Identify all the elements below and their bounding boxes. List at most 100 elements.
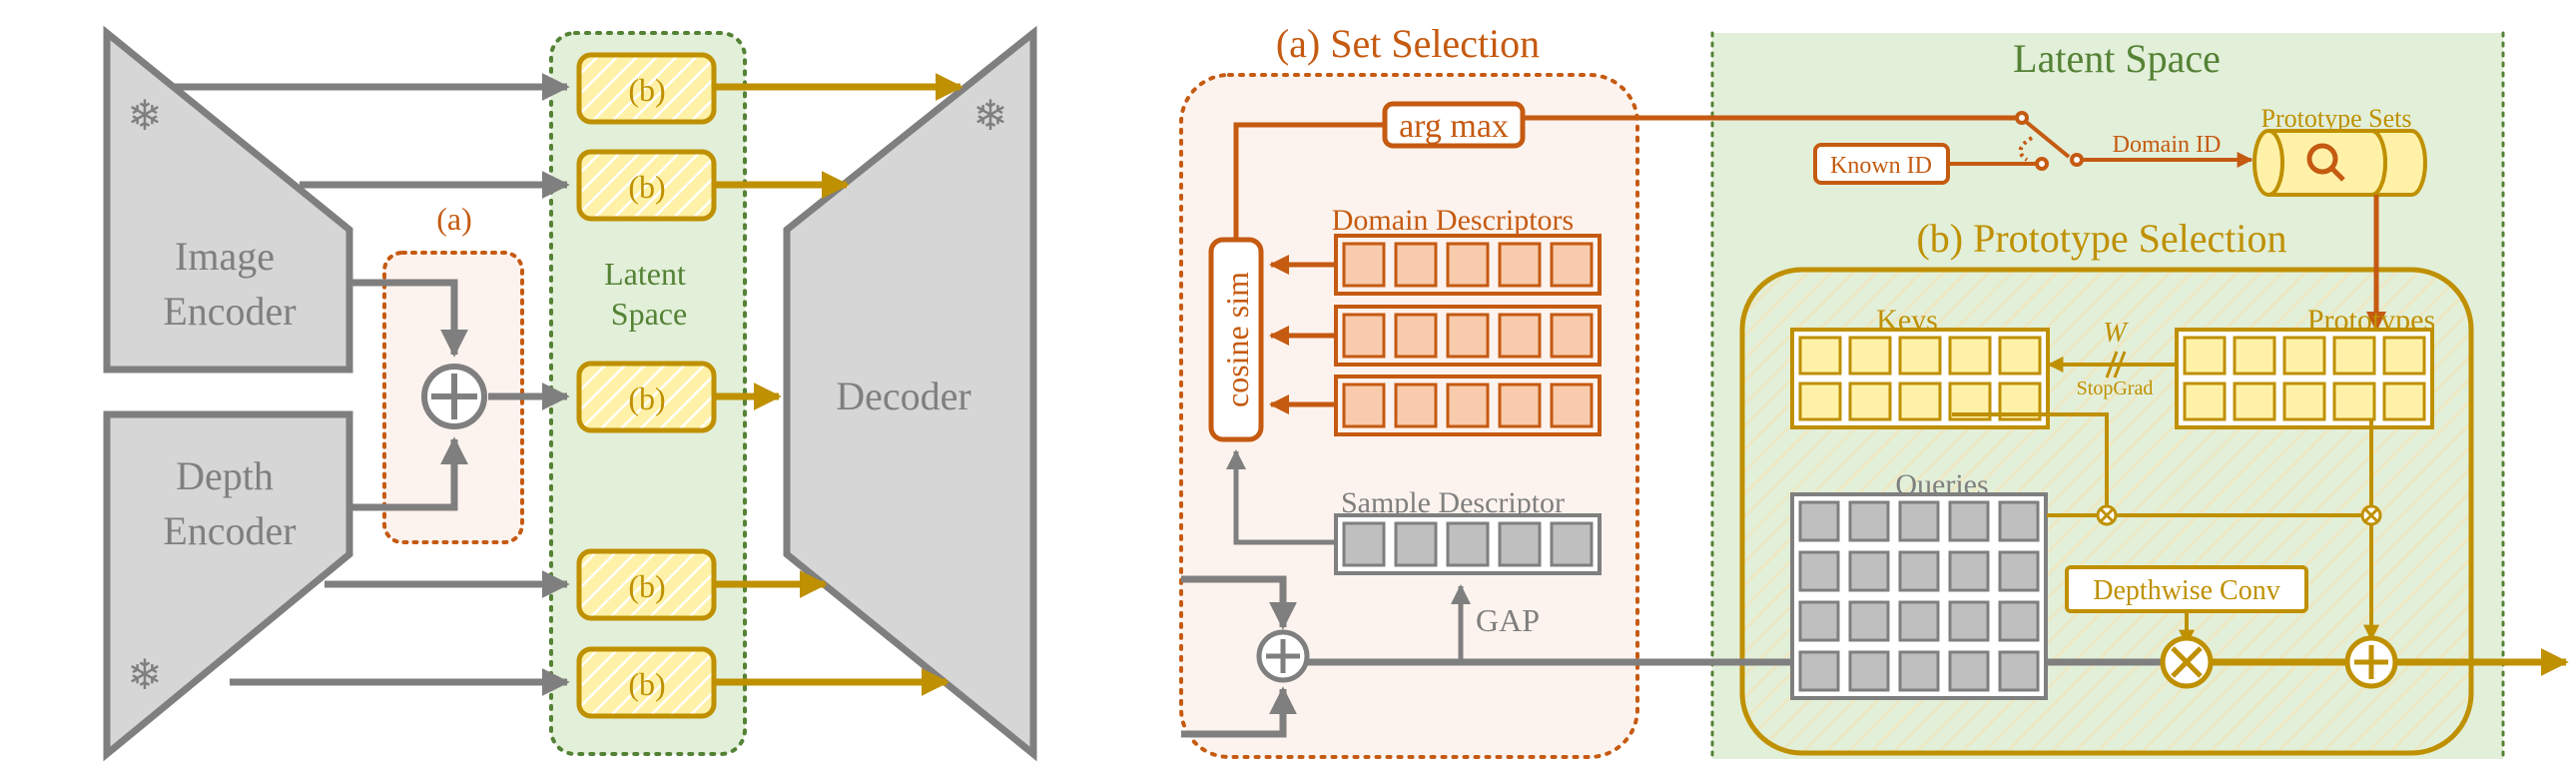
domain-descriptors-label: Domain Descriptors [1332,204,1574,237]
query-cell [1998,650,2040,692]
query-cell [1898,650,1940,692]
domain-descriptors [1334,234,1602,436]
svg-text:(b): (b) [628,568,665,604]
depthwise-conv-box [2065,565,2308,613]
prototype-sets-db [2253,129,2427,197]
prototype-module: (b) [576,646,717,719]
prototype-module: (b) [576,548,717,621]
sample-descriptor-cell [1394,521,1438,567]
depth-encoder [103,410,353,762]
query-cell [1898,500,1940,542]
queries-grid [1790,492,2048,700]
depth-encoder-label: Depth Encoder [163,453,296,553]
domain-descriptor-cell [1498,313,1542,359]
right-detail: Latent Space (a) Set Selection (b) Proto… [1179,21,2569,761]
svg-text:(b): (b) [628,72,665,108]
sample-descriptor-cell [1342,521,1386,567]
selector-switch [1948,111,2254,171]
svg-text:Depthwise Conv: Depthwise Conv [2093,575,2279,606]
domain-descriptor-cell [1550,313,1594,359]
key-cell [1848,382,1892,421]
latent-space-title: Latent Space [2013,36,2221,81]
query-cell [1948,650,1990,692]
prototypes-grid [2175,328,2434,429]
multiply-node [2096,504,2118,526]
image-encoder [103,25,353,374]
query-cell [1948,500,1990,542]
query-cell [1948,600,1990,642]
image-encoder-label: Image Encoder [163,234,296,334]
multiply-node [2160,635,2214,689]
domain-id-label: Domain ID [2113,132,2222,158]
domain-descriptor-cell [1446,242,1490,288]
decoder-label: Decoder [836,374,970,418]
key-cell [1798,336,1842,376]
key-cell [1898,336,1942,376]
key-cell [1848,336,1892,376]
query-cell [1948,550,1990,592]
domain-descriptor-cell [1446,313,1490,359]
key-cell [1798,382,1842,421]
domain-descriptor-cell [1498,242,1542,288]
set-selection-tag: (a) [436,201,472,237]
prototype-cell [2332,382,2376,421]
sample-descriptor-cell [1550,521,1594,567]
prototype-cell [2183,382,2227,421]
query-cell [1898,600,1940,642]
latent-space-label: Latent Space [604,256,694,332]
magnifier-icon [2306,143,2345,182]
prototype-cell [2382,336,2426,376]
domain-descriptor-cell [1394,242,1438,288]
svg-text:arg max: arg max [1399,108,1509,145]
query-cell [1998,600,2040,642]
query-cell [1848,550,1890,592]
query-cell [1798,500,1840,542]
domain-descriptor-cell [1550,242,1594,288]
key-cell [1998,336,2042,376]
query-cell [1998,550,2040,592]
prototype-module: (b) [576,149,717,222]
key-cell [1898,382,1942,421]
query-cell [1898,550,1940,592]
query-cell [1798,550,1840,592]
query-cell [1848,650,1890,692]
sample-descriptor [1334,513,1602,575]
domain-descriptor-cell [1498,382,1542,428]
prototype-cell [2233,382,2276,421]
prototype-sets-label: Prototype Sets [2261,104,2412,133]
domain-descriptor-cell [1342,242,1386,288]
svg-text:Known ID: Known ID [1830,153,1932,179]
left-architecture: Latent Space Image Encoder ❄ Depth Encod… [103,25,1037,762]
svg-text:(b): (b) [628,666,665,702]
domain-descriptor-cell [1342,382,1386,428]
key-cell [1948,336,1992,376]
sum-node [2344,635,2398,689]
sample-descriptor-cell [1498,521,1542,567]
multiply-node [2360,504,2382,526]
cosine-sim-label: cosine sim [1219,272,1255,407]
query-cell [1848,500,1890,542]
domain-descriptor-cell [1446,382,1490,428]
w-label: W [2103,318,2129,349]
snowflake-icon: ❄ [972,94,1007,140]
prototype-cell [2282,336,2326,376]
prototype-module: (b) [576,52,717,125]
query-cell [1998,500,2040,542]
domain-descriptor-cell [1342,313,1386,359]
set-selection-title: (a) Set Selection [1276,21,1540,66]
sample-descriptor-cell [1446,521,1490,567]
prototype-cell [2282,382,2326,421]
prototype-cell [2382,382,2426,421]
stopgrad-label: StopGrad [2077,378,2154,399]
prototype-selection-title: (b) Prototype Selection [1916,216,2286,261]
query-cell [1848,600,1890,642]
gap-label: GAP [1476,602,1540,638]
snowflake-icon: ❄ [127,94,162,140]
svg-text:(b): (b) [628,169,665,205]
prototype-cell [2233,336,2276,376]
decoder [783,25,1037,762]
domain-descriptor-cell [1394,382,1438,428]
prototype-cell [2183,336,2227,376]
domain-descriptor-cell [1550,382,1594,428]
